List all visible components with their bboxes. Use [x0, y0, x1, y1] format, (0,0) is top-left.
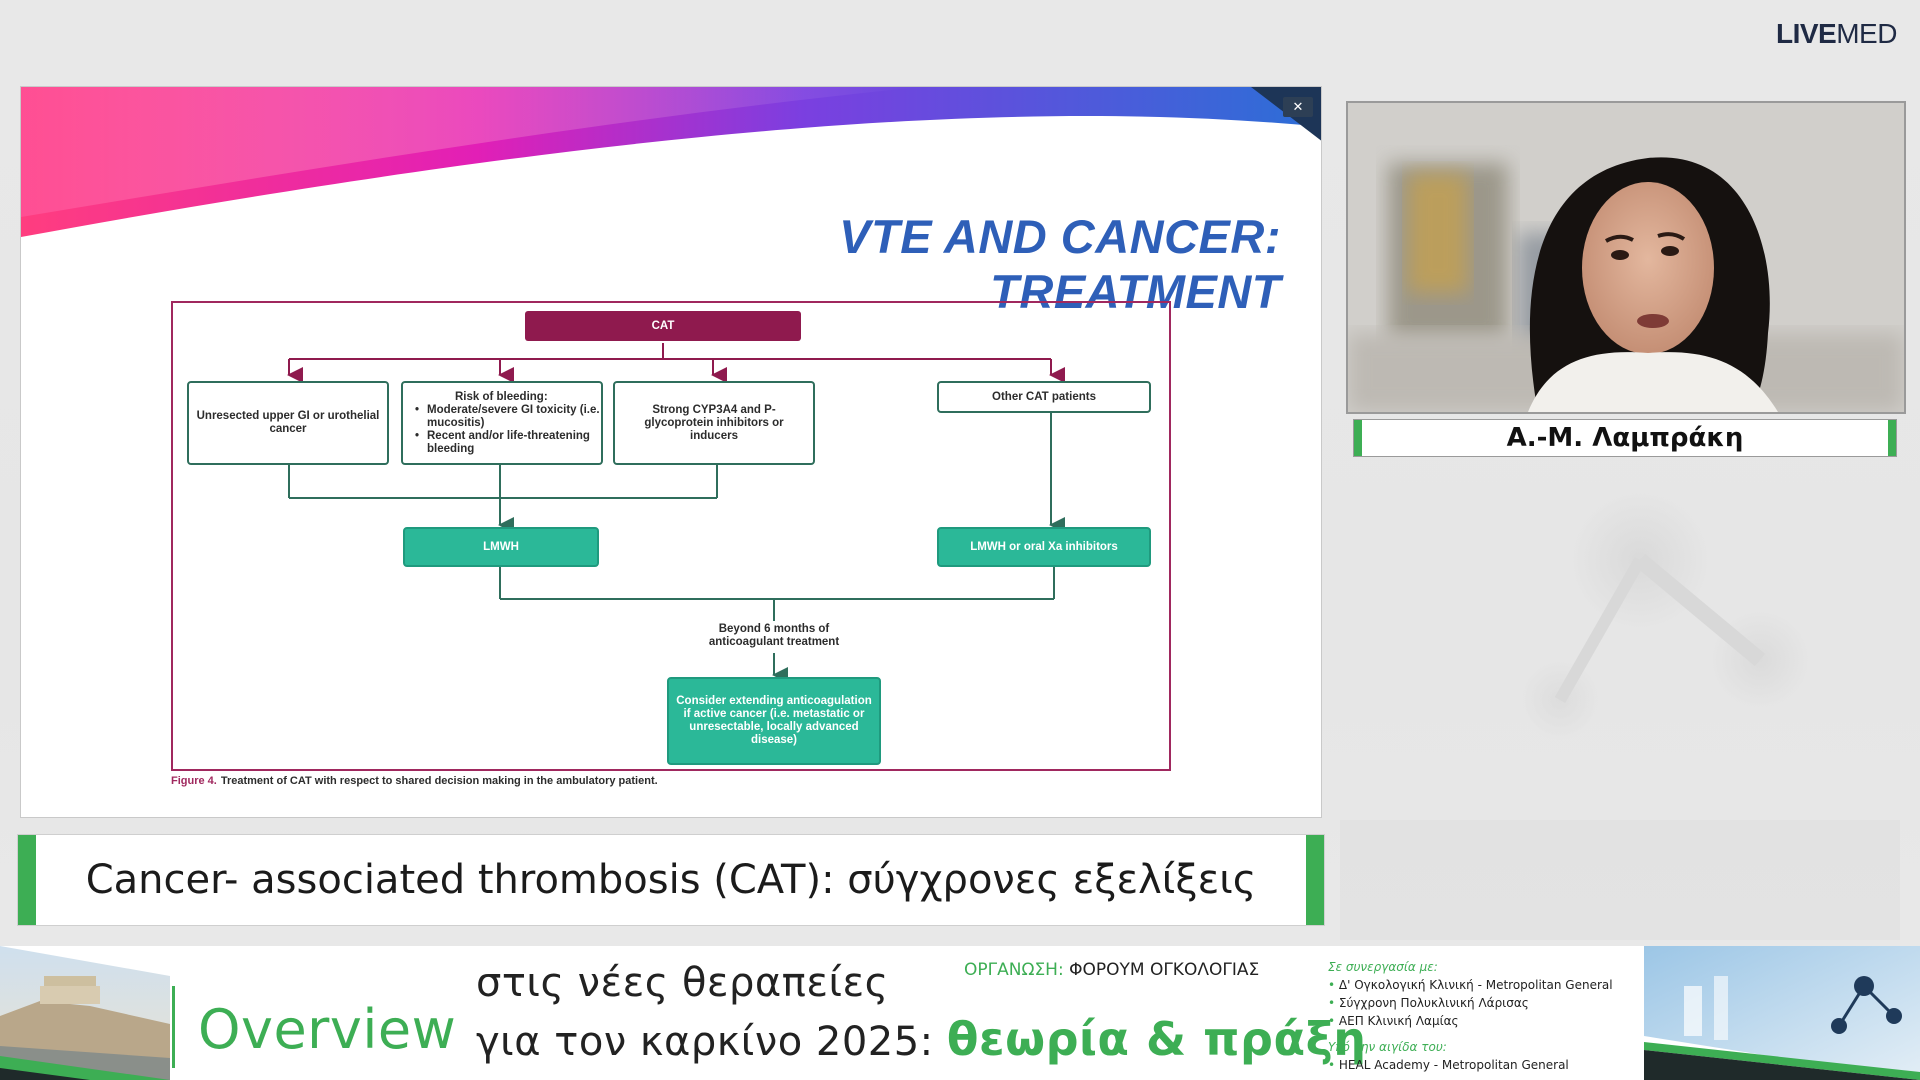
partner-item: Σύγχρονη Πολυκλινική Λάρισας	[1328, 994, 1613, 1012]
banner-organizer: ΟΡΓΑΝΩΣΗ: ΦΟΡΟΥΜ ΟΓΚΟΛΟΓΙΑΣ	[964, 960, 1260, 980]
flow-node-consider-extending: Consider extending anticoagulation if ac…	[667, 677, 881, 765]
slide-title: VTE AND CANCER: TREATMENT	[839, 210, 1281, 318]
flow-node-cat: CAT	[525, 311, 801, 341]
presentation-slide: ✕ VTE AND CANCER: TREATMENT	[20, 86, 1322, 818]
partner-item: Δ' Ογκολογική Κλινική - Metropolitan Gen…	[1328, 976, 1613, 994]
flow-bleeding-item: Moderate/severe GI toxicity (i.e. mucosi…	[415, 404, 601, 430]
speaker-webcam	[1346, 101, 1906, 414]
sponsor-item: HEAL Academy - Metropolitan General	[1328, 1056, 1613, 1074]
banner-divider	[172, 986, 175, 1068]
banner-overview: Overview	[198, 998, 457, 1061]
speaker-name: Α.-Μ. Λαμπράκη	[1506, 423, 1744, 453]
flow-label-beyond-6-months: Beyond 6 months of anticoagulant treatme…	[708, 623, 840, 648]
flow-node-bleeding-risk: Risk of bleeding: Moderate/severe GI tox…	[401, 381, 603, 465]
lecture-title: Cancer- associated thrombosis (CAT): σύγ…	[85, 857, 1257, 903]
banner-tagline-accent: θεωρία & πράξη	[946, 1012, 1367, 1066]
flowchart-figure: CAT Unresected upper GI or urothelial ca…	[171, 301, 1171, 771]
lecture-title-bar: Cancer- associated thrombosis (CAT): σύγ…	[18, 835, 1324, 925]
flow-bleeding-heading: Risk of bleeding:	[455, 390, 548, 403]
banner-tagline-line-2: για τον καρκίνο 2025: θεωρία & πράξη	[476, 1012, 1367, 1066]
flow-node-unresected: Unresected upper GI or urothelial cancer	[187, 381, 389, 465]
speaker-video-frame	[1348, 103, 1904, 412]
flow-bleeding-item: Recent and/or life-threatening bleeding	[415, 430, 601, 456]
flow-node-cyp3a4: Strong CYP3A4 and P-glycoprotein inhibit…	[613, 381, 815, 465]
banner-partners: Σε συνεργασία με: Δ' Ογκολογική Κλινική …	[1328, 958, 1613, 1074]
flow-node-other-cat: Other CAT patients	[937, 381, 1151, 413]
flow-node-lmwh-xa: LMWH or oral Xa inhibitors	[937, 527, 1151, 567]
close-icon[interactable]: ✕	[1283, 97, 1313, 117]
livemed-logo: LIVEMED	[1776, 18, 1897, 49]
acropolis-image	[0, 946, 170, 1080]
partner-item: ΑΕΠ Κλινική Λαμίας	[1328, 1012, 1613, 1030]
banner-tagline-line-1: στις νέες θεραπείες	[476, 960, 889, 1006]
event-banner: Overview στις νέες θεραπείες για τον καρ…	[0, 946, 1920, 1080]
flow-node-lmwh: LMWH	[403, 527, 599, 567]
speaker-name-bar: Α.-Μ. Λαμπράκη	[1354, 420, 1896, 456]
flowchart-connectors	[287, 343, 1065, 683]
figure-caption: Figure 4.Treatment of CAT with respect t…	[171, 775, 658, 787]
laboratory-image	[1644, 946, 1920, 1080]
